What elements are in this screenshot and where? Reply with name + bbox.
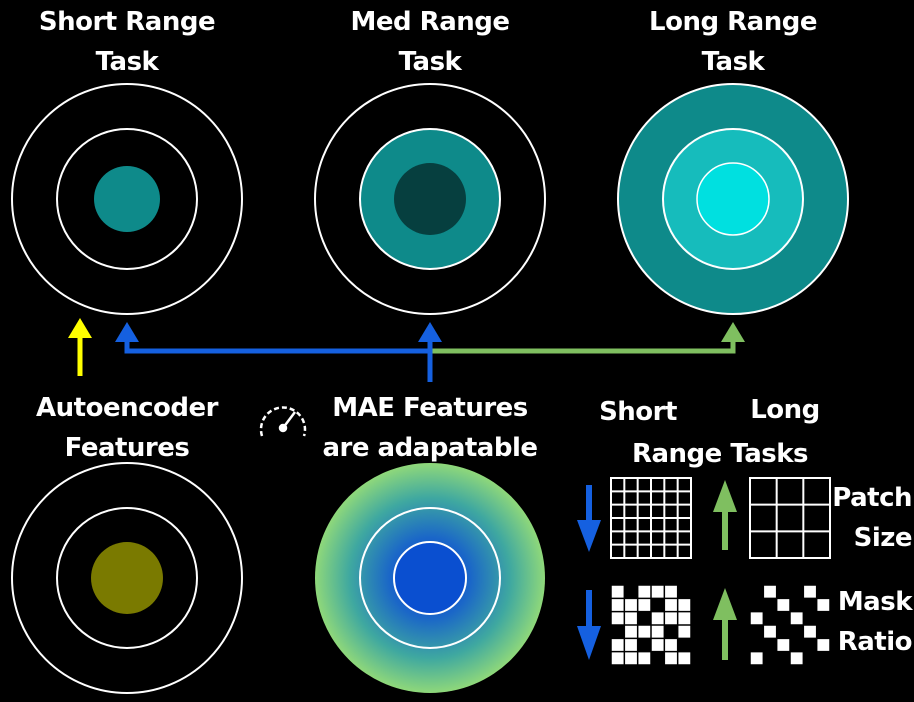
long-range-target — [617, 83, 849, 315]
mae-line2: are adapatable — [322, 433, 538, 463]
med-range-line1: Med Range — [350, 7, 511, 37]
med-range-line2: Task — [398, 47, 462, 77]
mae-features-label: MAE Features are adapatable — [315, 388, 545, 468]
up-arrow-icon — [713, 588, 737, 660]
med-range-target — [314, 83, 546, 315]
autoencoder-features-label: Autoencoder Features — [12, 388, 242, 468]
autoencoder-line1: Autoencoder — [36, 393, 218, 423]
down-arrow-icon — [577, 590, 601, 660]
long-range-task-label: Long Range Task — [618, 2, 848, 82]
blue-arrow-head-mid — [418, 322, 442, 342]
mask-ratio-label: Mask Ratio — [837, 587, 913, 657]
blue-arrow-head-left — [115, 322, 139, 342]
short-range-line1: Short Range — [38, 7, 216, 37]
connector-arrows — [68, 318, 745, 382]
mae-line1: MAE Features — [332, 393, 528, 423]
mask-grid-icon — [610, 584, 692, 666]
med-range-task-label: Med Range Task — [315, 2, 545, 82]
autoencoder-target — [11, 462, 243, 694]
short-range-line2: Task — [95, 47, 159, 77]
legend-range-tasks-label: Range Tasks — [631, 439, 809, 469]
short-range-target — [11, 83, 243, 315]
grid-icon — [610, 477, 692, 559]
patch-size-label: Patch Size — [832, 483, 912, 553]
long-range-line1: Long Range — [649, 7, 817, 37]
mask-grid-icon — [749, 584, 831, 666]
speedometer-icon — [259, 406, 307, 437]
autoencoder-line2: Features — [64, 433, 190, 463]
long-range-line2: Task — [701, 47, 765, 77]
short-range-task-label: Short Range Task — [12, 2, 242, 82]
mae-target — [315, 463, 545, 693]
green-arrow-head — [721, 322, 745, 342]
up-arrow-icon — [713, 480, 737, 550]
yellow-arrow-head — [68, 318, 92, 338]
grid-icon — [749, 477, 831, 559]
legend-long-label: Long — [750, 395, 820, 425]
legend-short-label: Short — [599, 397, 677, 427]
down-arrow-icon — [577, 485, 601, 552]
